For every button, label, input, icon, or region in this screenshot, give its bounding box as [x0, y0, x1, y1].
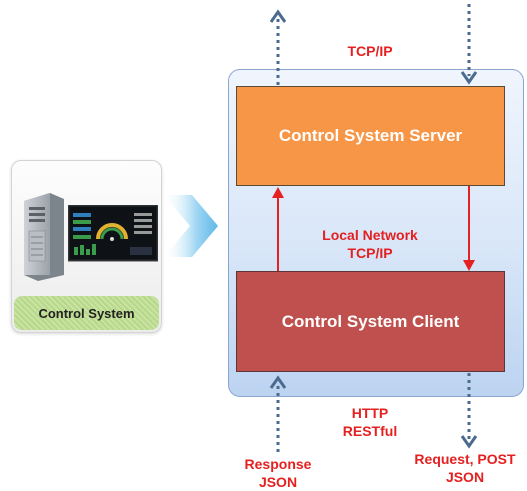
- request-label: Request, POST JSON: [405, 450, 525, 486]
- chevron-arrow-icon: [164, 195, 218, 257]
- http-label: HTTP: [351, 405, 389, 421]
- control-system-label: Control System: [14, 296, 159, 330]
- top-protocol-label: TCP/IP: [347, 43, 393, 59]
- control-system-client-box: Control System Client: [236, 271, 505, 372]
- local-network-label: Local Network TCP/IP: [300, 226, 440, 262]
- response-incoming-arrow: [269, 375, 287, 452]
- response-line2: JSON: [258, 474, 298, 490]
- bottom-protocol-label: HTTP RESTful: [330, 404, 410, 440]
- server-label: Control System Server: [278, 126, 463, 145]
- client-to-server-arrow: [272, 187, 284, 271]
- client-label: Control System Client: [281, 311, 460, 331]
- top-outgoing-arrow: [269, 9, 287, 85]
- request-outgoing-arrow: [460, 373, 478, 449]
- request-line2: JSON: [445, 469, 485, 485]
- response-label: Response JSON: [233, 455, 323, 491]
- restful-label: RESTful: [342, 423, 398, 439]
- control-system-server-box: Control System Server: [236, 86, 505, 186]
- control-system-card: Control System: [11, 160, 162, 333]
- local-network-line2: TCP/IP: [347, 245, 393, 261]
- local-network-line1: Local Network: [322, 227, 418, 243]
- server-to-client-arrow: [463, 186, 475, 271]
- response-line1: Response: [244, 456, 312, 472]
- top-incoming-arrow: [460, 4, 478, 85]
- server-tower-icon: [24, 193, 64, 281]
- monitor-dashboard-icon: [68, 205, 158, 262]
- request-line1: Request, POST: [414, 451, 516, 467]
